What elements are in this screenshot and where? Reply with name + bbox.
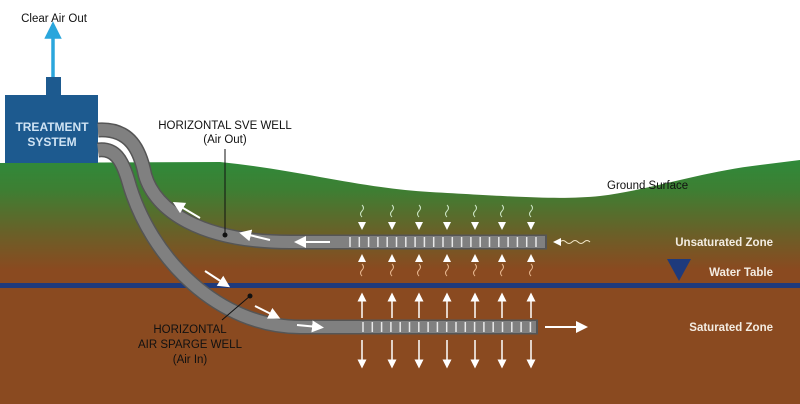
vapor-squiggle — [529, 263, 533, 277]
arrow-up-icon — [388, 254, 396, 262]
vapor-squiggle — [417, 204, 421, 218]
arrow-up-icon — [358, 254, 366, 262]
water-table-label: Water Table — [709, 267, 773, 279]
arrow-down-icon — [527, 222, 535, 230]
unsaturated-zone-label: Unsaturated Zone — [675, 237, 773, 249]
sparge-well-label-1: HORIZONTAL — [153, 324, 227, 336]
sve-well-label-2: (Air Out) — [203, 134, 247, 146]
arrow-down-icon — [415, 222, 423, 230]
vapor-squiggle — [360, 204, 364, 218]
vapor-squiggle — [445, 263, 449, 277]
sparge-leader-dot — [247, 293, 253, 299]
water-table-line — [0, 283, 800, 288]
sve-well-label-1: HORIZONTAL SVE WELL — [158, 120, 292, 132]
vapor-squiggle — [390, 204, 394, 218]
arrow-up-icon — [498, 254, 506, 262]
arrow-up-icon — [527, 254, 535, 262]
arrow-down-icon — [471, 222, 479, 230]
arrow-down-icon — [358, 222, 366, 230]
vapor-squiggle — [473, 263, 477, 277]
vapor-squiggle — [390, 263, 394, 277]
sparge-leader-line — [221, 295, 251, 321]
vapor-flow-arrows — [357, 204, 536, 369]
treatment-system-label-2: SYSTEM — [27, 135, 76, 149]
vapor-squiggle — [417, 263, 421, 277]
air-sparge-well-pipe — [97, 142, 538, 335]
arrow-down-icon — [443, 222, 451, 230]
vapor-squiggle — [445, 204, 449, 218]
saturated-zone — [0, 286, 800, 404]
arrow-down-icon — [388, 222, 396, 230]
arrow-up-icon — [415, 254, 423, 262]
arrow-up-icon — [471, 254, 479, 262]
vapor-squiggle — [500, 263, 504, 277]
sparge-well-label-3: (Air In) — [173, 354, 208, 366]
inflow-arrow-icon — [553, 238, 591, 246]
arrow-down-icon — [498, 222, 506, 230]
treatment-system-label-1: TREATMENT — [15, 120, 89, 134]
vapor-squiggle — [360, 263, 364, 277]
pipe-flow-arrows — [172, 201, 588, 333]
ground-surface-label: Ground Surface — [607, 180, 688, 192]
sve-leader-dot — [222, 232, 228, 238]
saturated-zone-label: Saturated Zone — [689, 322, 773, 334]
treatment-system-box — [5, 95, 98, 163]
vapor-squiggle — [473, 204, 477, 218]
clear-air-out-label: Clear Air Out — [21, 13, 88, 25]
chimney — [46, 77, 61, 96]
water-table-triangle-icon — [667, 259, 691, 281]
arrow-up-icon — [443, 254, 451, 262]
sparge-well-label-2: AIR SPARGE WELL — [138, 339, 243, 351]
vapor-squiggle — [500, 204, 504, 218]
vapor-squiggle — [529, 204, 533, 218]
